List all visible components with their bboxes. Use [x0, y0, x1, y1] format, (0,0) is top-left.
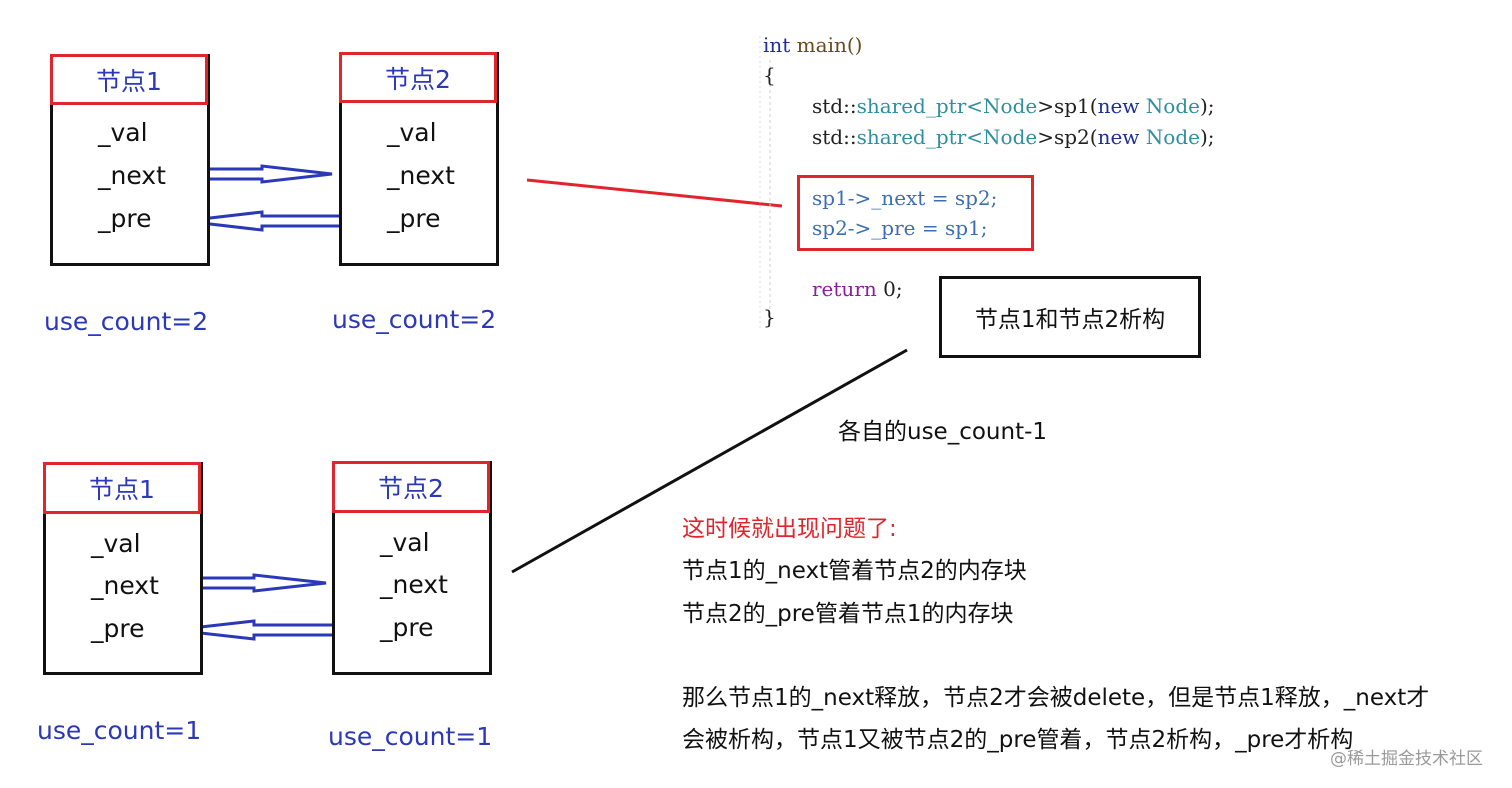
problem-line-2: 节点2的_pre管着节点1的内存块	[682, 601, 1014, 627]
code-l3-ns: std::	[812, 94, 857, 118]
code-line-7: return 0;	[812, 277, 903, 301]
code-l4-ns: std::	[812, 125, 857, 149]
code-l4-node: Node	[983, 125, 1038, 149]
top-node2-header: 节点2	[339, 52, 497, 103]
bottom-node1-header: 节点1	[43, 462, 201, 514]
code-line-2: {	[763, 63, 776, 87]
bottom-node1-field-pre: _pre	[91, 614, 145, 643]
code-line-5: sp1->_next = sp2;	[812, 186, 998, 210]
top-node2-field-pre: _pre	[387, 204, 441, 233]
code-l4-var: >sp2(	[1037, 125, 1098, 149]
top-node1-header: 节点1	[50, 54, 208, 105]
code-line-3: std::shared_ptr<Node>sp1(new Node);	[812, 94, 1215, 118]
bottom-node2-field-pre: _pre	[380, 613, 434, 642]
code-return-kw: return	[812, 277, 877, 301]
bottom-node1-field-val: _val	[91, 529, 141, 558]
bottom-node2-field-next: _next	[380, 570, 448, 599]
code-l4-end: );	[1199, 125, 1215, 149]
top-pre-arrow	[183, 210, 352, 232]
problem-line-4: 会被析构，节点1又被节点2的_pre管着，节点2析构，_pre才析构	[682, 727, 1354, 753]
code-highlight-box	[797, 175, 1034, 251]
bottom-node2-header: 节点2	[332, 461, 490, 513]
code-kw-int: int	[763, 33, 791, 57]
watermark: @稀土掘金技术社区	[1330, 749, 1483, 769]
problem-heading: 这时候就出现问题了:	[682, 516, 897, 542]
top-node1-field-val: _val	[98, 118, 148, 147]
top-node1-count: use_count=2	[44, 307, 209, 336]
top-node2-field-next: _next	[387, 161, 455, 190]
top-node2-field-val: _val	[387, 118, 437, 147]
top-node2-title: 节点2	[385, 64, 451, 94]
code-return-val: 0;	[876, 277, 903, 301]
code-main-sig: main()	[790, 33, 863, 57]
top-node1-field-pre: _pre	[98, 204, 152, 233]
code-l3-new: new	[1097, 94, 1140, 118]
code-l3-var: >sp1(	[1037, 94, 1098, 118]
top-node1-title: 节点1	[96, 66, 162, 96]
bottom-pre-arrow	[173, 619, 345, 641]
bottom-node1-field-next: _next	[91, 571, 159, 600]
code-l4-type: shared_ptr	[856, 125, 967, 149]
code-l3-lt: <	[966, 94, 984, 118]
bottom-node2-count: use_count=1	[328, 722, 493, 751]
problem-line-3: 那么节点1的_next释放，节点2才会被delete，但是节点1释放，_next…	[682, 685, 1430, 711]
bottom-node1-title: 节点1	[89, 475, 155, 504]
destruct-box: 节点1和节点2析构	[939, 276, 1201, 358]
code-l3-node2: Node	[1139, 94, 1200, 118]
top-node2-count: use_count=2	[332, 305, 497, 334]
code-line-6: sp2->_pre = sp1;	[812, 216, 988, 240]
bottom-node2-title: 节点2	[378, 474, 444, 503]
code-line-1: int main()	[763, 33, 862, 57]
red-pointer-line	[526, 178, 783, 208]
problem-line-1: 节点1的_next管着节点2的内存块	[682, 558, 1027, 584]
bottom-node2-field-val: _val	[380, 528, 430, 557]
bottom-node1-count: use_count=1	[37, 716, 202, 745]
destruct-label: 节点1和节点2析构	[974, 307, 1166, 333]
black-pointer-line	[511, 348, 908, 574]
code-l4-lt: <	[966, 125, 984, 149]
code-l3-end: );	[1199, 94, 1215, 118]
code-l4-new: new	[1097, 125, 1140, 149]
decrement-note: 各自的use_count-1	[838, 419, 1048, 445]
code-l4-node2: Node	[1139, 125, 1200, 149]
top-node1-field-next: _next	[98, 161, 166, 190]
code-l3-node: Node	[983, 94, 1038, 118]
code-line-8: }	[763, 305, 776, 329]
code-line-4: std::shared_ptr<Node>sp2(new Node);	[812, 125, 1215, 149]
code-l3-type: shared_ptr	[856, 94, 967, 118]
